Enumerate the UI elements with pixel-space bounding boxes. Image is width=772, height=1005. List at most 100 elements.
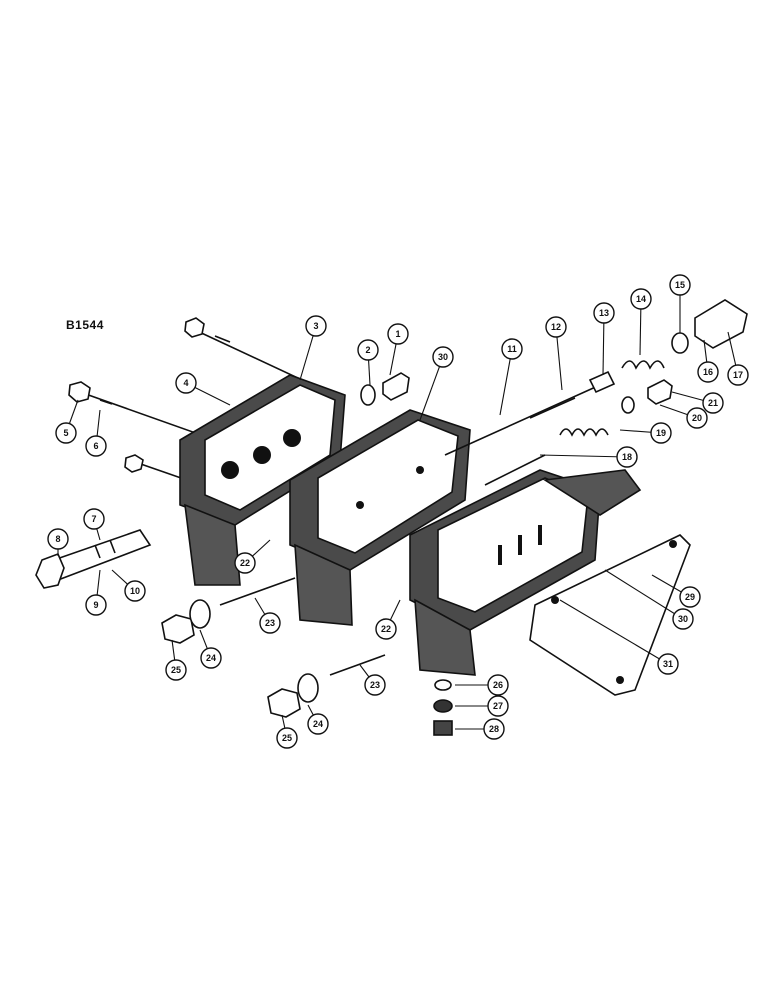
callout-29: 29 xyxy=(651,574,701,608)
callout-label: 7 xyxy=(91,514,96,524)
callout-28: 28 xyxy=(455,718,505,740)
callout-14: 14 xyxy=(630,288,652,356)
fitting-21 xyxy=(621,379,673,414)
small-hardware xyxy=(433,679,453,736)
callout-label: 30 xyxy=(678,614,688,624)
callout-circle xyxy=(727,364,749,386)
callout-30: 30 xyxy=(604,569,694,630)
plug-lower-left xyxy=(267,673,319,718)
callout-label: 30 xyxy=(438,352,448,362)
callout-circle xyxy=(375,618,397,640)
callout-7: 7 xyxy=(83,508,105,541)
callout-circle xyxy=(357,339,379,361)
callout-circle xyxy=(545,316,567,338)
callout-circle xyxy=(387,323,409,345)
callout-label: 23 xyxy=(370,680,380,690)
callout-circle xyxy=(702,392,724,414)
callout-label: 5 xyxy=(63,428,68,438)
plug-assembly xyxy=(35,529,152,589)
callout-circle xyxy=(650,422,672,444)
callout-label: 13 xyxy=(599,308,609,318)
callout-16: 16 xyxy=(697,339,719,383)
valve-body-front xyxy=(409,469,642,676)
callout-label: 26 xyxy=(493,680,503,690)
callout-circle xyxy=(364,674,386,696)
callout-label: 29 xyxy=(685,592,695,602)
callout-9: 9 xyxy=(85,569,107,616)
spool-upper xyxy=(444,384,601,456)
callout-circle xyxy=(669,274,691,296)
callout-label: 14 xyxy=(636,294,646,304)
washer-15 xyxy=(671,332,689,354)
callout-circle xyxy=(276,727,298,749)
fitting-1 xyxy=(360,372,410,406)
callout-circle xyxy=(85,594,107,616)
callout-label: 22 xyxy=(240,558,250,568)
callout-27: 27 xyxy=(455,695,509,717)
callout-circle xyxy=(83,508,105,530)
callout-4: 4 xyxy=(175,372,231,406)
callout-circle xyxy=(501,338,523,360)
callout-label: 6 xyxy=(93,441,98,451)
callout-22: 22 xyxy=(234,539,271,574)
callout-label: 1 xyxy=(395,329,400,339)
callout-6: 6 xyxy=(85,409,107,457)
callout-circle xyxy=(630,288,652,310)
plug-upper-left xyxy=(161,599,211,644)
callout-10: 10 xyxy=(111,569,146,602)
callout-label: 15 xyxy=(675,280,685,290)
sleeve-13 xyxy=(588,370,616,394)
callout-23: 23 xyxy=(254,597,281,634)
callout-11: 11 xyxy=(499,338,523,416)
callout-label: 17 xyxy=(733,370,743,380)
callout-25: 25 xyxy=(165,639,187,681)
callout-circle xyxy=(686,407,708,429)
callout-label: 25 xyxy=(171,665,181,675)
leader-line xyxy=(559,599,669,665)
callout-circle xyxy=(657,653,679,675)
callout-23: 23 xyxy=(359,664,386,696)
callout-label: 3 xyxy=(313,321,318,331)
callout-circle xyxy=(697,361,719,383)
callout-circle xyxy=(487,674,509,696)
callout-label: 2 xyxy=(365,345,370,355)
callout-22: 22 xyxy=(375,599,401,640)
leader-line xyxy=(604,569,684,620)
spring-14 xyxy=(621,360,665,370)
callout-circle xyxy=(305,315,327,337)
callout-circle xyxy=(483,718,505,740)
callout-circle xyxy=(672,608,694,630)
callout-label: 12 xyxy=(551,322,561,332)
callout-17: 17 xyxy=(727,331,749,386)
callout-circle xyxy=(616,446,638,468)
callout-8: 8 xyxy=(47,528,69,556)
callout-label: 24 xyxy=(206,653,216,663)
callout-circle xyxy=(175,372,197,394)
callout-2: 2 xyxy=(357,339,379,386)
callout-label: 25 xyxy=(282,733,292,743)
leader-line xyxy=(419,356,444,421)
callout-label: 16 xyxy=(703,367,713,377)
callout-label: 10 xyxy=(130,586,140,596)
callout-circle xyxy=(124,580,146,602)
callout-circle xyxy=(307,713,329,735)
callout-1: 1 xyxy=(387,323,409,376)
callout-18: 18 xyxy=(539,446,638,468)
callout-label: 19 xyxy=(656,428,666,438)
callout-circle xyxy=(200,647,222,669)
leader-line xyxy=(499,348,513,416)
callout-label: 24 xyxy=(313,719,323,729)
cover-plate xyxy=(529,534,691,696)
callout-13: 13 xyxy=(593,302,615,376)
callout-circle xyxy=(47,528,69,550)
callout-circle xyxy=(259,612,281,634)
callout-30: 30 xyxy=(419,346,454,421)
callout-label: 11 xyxy=(507,344,517,354)
callout-label: 8 xyxy=(55,534,60,544)
callout-label: 4 xyxy=(183,378,188,388)
callout-19: 19 xyxy=(619,422,672,444)
figure-code: B1544 xyxy=(66,318,104,332)
spring-19 xyxy=(559,428,609,437)
callout-20: 20 xyxy=(659,404,708,429)
